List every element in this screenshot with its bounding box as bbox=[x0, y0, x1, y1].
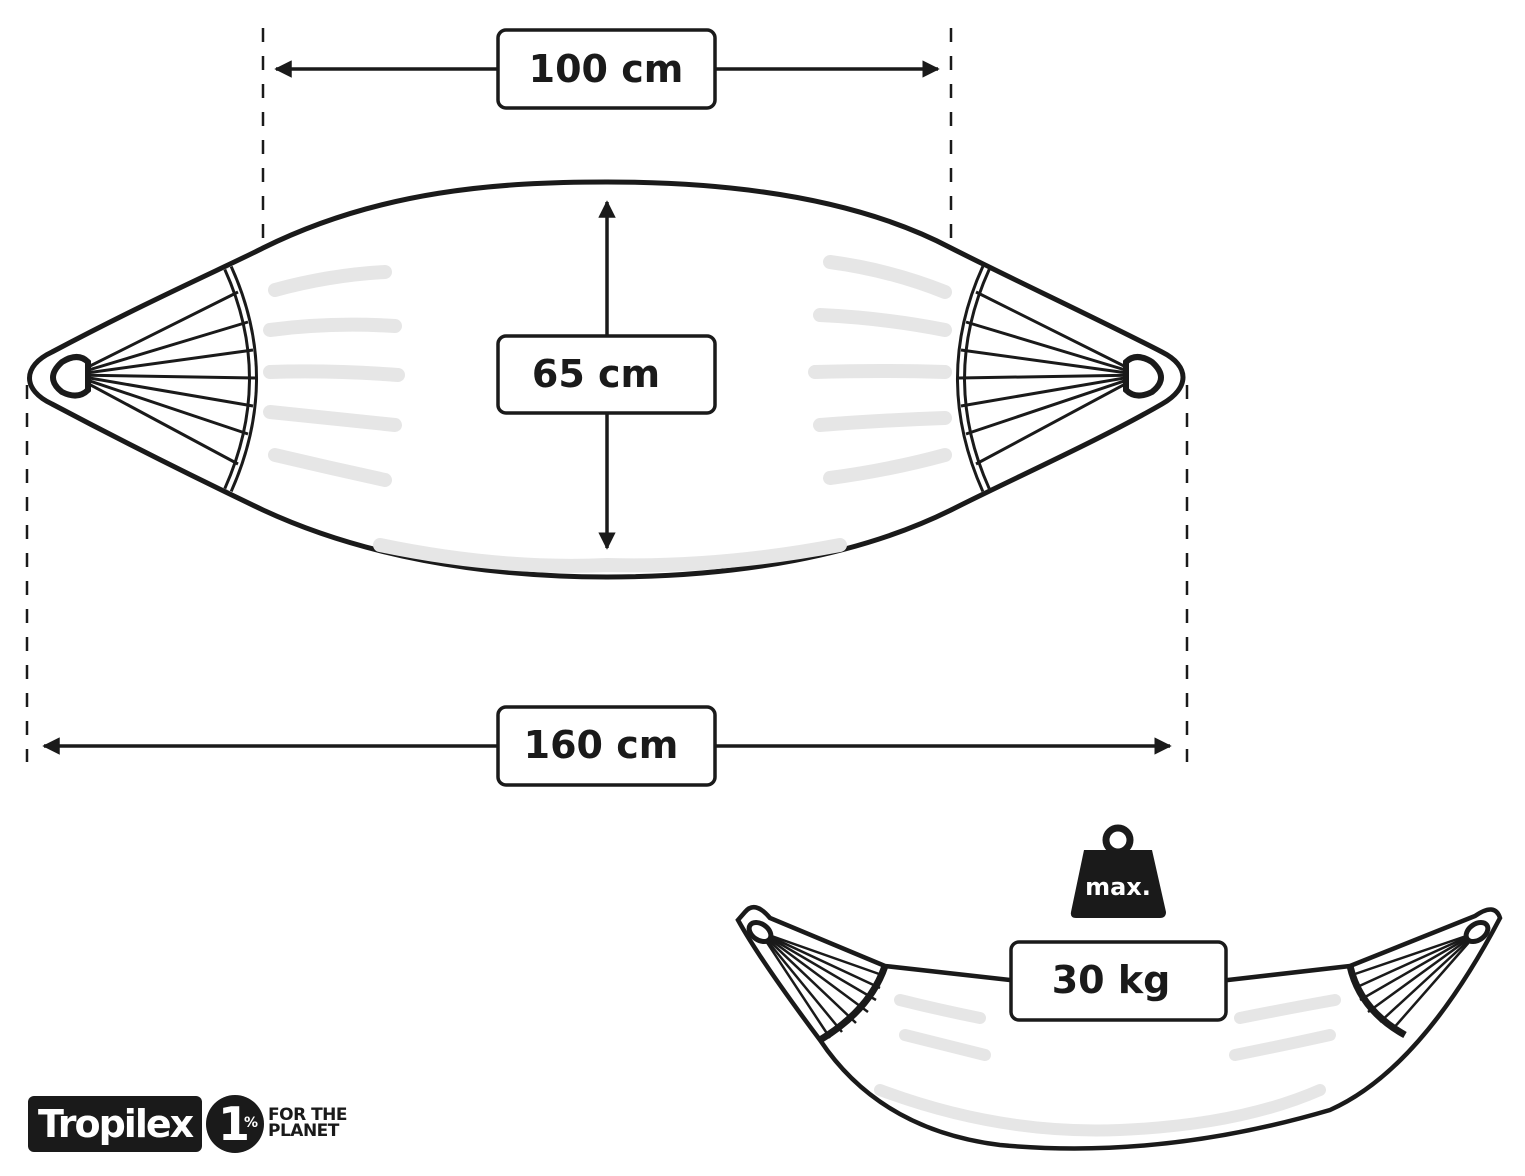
side-fabric-folds bbox=[874, 994, 1341, 1137]
planet-percent: % bbox=[244, 1115, 259, 1131]
fabric-folds bbox=[263, 255, 952, 573]
left-cords bbox=[71, 290, 256, 466]
load-label-box: 30 kg bbox=[1009, 940, 1228, 1022]
planet-badge: 1 % bbox=[206, 1095, 264, 1153]
hammock-side-view bbox=[735, 904, 1503, 1151]
tropilex-logo: Tropilex bbox=[28, 1096, 203, 1152]
planet-line1: FOR THE bbox=[268, 1105, 348, 1125]
depth-label: 65 cm bbox=[532, 352, 660, 396]
side-left-ring bbox=[746, 919, 774, 945]
side-right-ring bbox=[1463, 919, 1491, 945]
dimension-arrows bbox=[42, 60, 1172, 755]
weight-max-label: max. bbox=[1085, 873, 1151, 901]
side-left-cords bbox=[758, 930, 883, 1039]
length-label: 160 cm bbox=[524, 723, 679, 767]
planet-line2: PLANET bbox=[268, 1121, 339, 1141]
planet-number: 1 bbox=[218, 1097, 251, 1151]
width-label: 100 cm bbox=[529, 47, 684, 91]
right-end-ring bbox=[1123, 354, 1164, 399]
planet-text: FOR THE PLANET bbox=[268, 1105, 348, 1141]
load-label: 30 kg bbox=[1052, 958, 1171, 1002]
side-right-cords bbox=[1351, 930, 1479, 1031]
left-end-ring bbox=[50, 354, 91, 399]
weight-icon: max. bbox=[1070, 824, 1166, 918]
depth-label-box: 65 cm bbox=[496, 334, 717, 415]
guide-lines bbox=[25, 28, 1189, 762]
width-label-box: 100 cm bbox=[496, 28, 717, 110]
length-label-box: 160 cm bbox=[496, 705, 717, 787]
right-cords bbox=[958, 290, 1143, 466]
